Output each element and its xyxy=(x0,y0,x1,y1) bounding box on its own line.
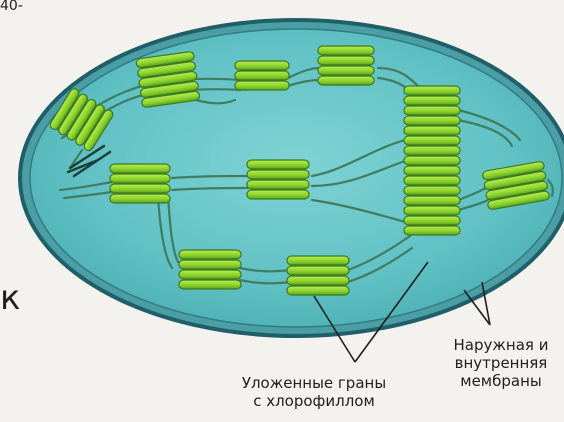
top-left-fragment-label: 40- xyxy=(0,0,23,15)
thylakoid-disc xyxy=(404,116,460,125)
thylakoid-disc xyxy=(287,286,349,295)
granum-stack xyxy=(110,164,170,203)
side-fragment-label: к xyxy=(0,280,21,316)
thylakoid-disc xyxy=(179,250,241,259)
thylakoid-disc xyxy=(318,46,374,55)
thylakoid-disc xyxy=(110,194,170,203)
thylakoid-disc xyxy=(179,270,241,279)
granum-stack xyxy=(404,86,460,235)
thylakoid-disc xyxy=(318,56,374,65)
thylakoid-disc xyxy=(235,71,289,80)
membranes-label-line3: мембраны xyxy=(438,372,564,390)
grana-label-line1: Уложенные граны xyxy=(214,374,414,392)
thylakoid-disc xyxy=(235,61,289,70)
thylakoid-disc xyxy=(404,216,460,225)
thylakoid-disc xyxy=(110,184,170,193)
thylakoid-disc xyxy=(247,180,309,189)
thylakoid-disc xyxy=(404,166,460,175)
thylakoid-disc xyxy=(110,164,170,173)
thylakoid-disc xyxy=(110,174,170,183)
thylakoid-disc xyxy=(404,86,460,95)
thylakoid-disc xyxy=(318,66,374,75)
grana-label: Уложенные граны с хлорофиллом xyxy=(214,374,414,410)
thylakoid-disc xyxy=(404,126,460,135)
thylakoid-disc xyxy=(318,76,374,85)
thylakoid-disc xyxy=(404,206,460,215)
thylakoid-disc xyxy=(404,176,460,185)
thylakoid-disc xyxy=(287,256,349,265)
thylakoid-disc xyxy=(404,136,460,145)
thylakoid-disc xyxy=(404,156,460,165)
thylakoid-disc xyxy=(404,226,460,235)
grana-label-line2: с хлорофиллом xyxy=(214,392,414,410)
granum-stack xyxy=(136,51,200,108)
thylakoid-disc xyxy=(404,196,460,205)
membranes-label: Наружная и внутренняя мембраны xyxy=(438,336,564,390)
thylakoid-disc xyxy=(404,146,460,155)
thylakoid-disc xyxy=(287,266,349,275)
thylakoid-disc xyxy=(287,276,349,285)
thylakoid-disc xyxy=(404,186,460,195)
thylakoid-disc xyxy=(247,170,309,179)
granum-stack xyxy=(318,46,374,85)
granum-stack xyxy=(287,256,349,295)
thylakoid-disc xyxy=(235,81,289,90)
thylakoid-disc xyxy=(404,106,460,115)
thylakoid-disc xyxy=(179,260,241,269)
granum-stack xyxy=(247,160,309,199)
thylakoid-disc xyxy=(179,280,241,289)
thylakoid-disc xyxy=(247,190,309,199)
thylakoid-disc xyxy=(247,160,309,169)
membranes-label-line1: Наружная и xyxy=(438,336,564,354)
granum-stack xyxy=(179,250,241,289)
granum-stack xyxy=(235,61,289,90)
membranes-label-line2: внутренняя xyxy=(438,354,564,372)
thylakoid-disc xyxy=(404,96,460,105)
